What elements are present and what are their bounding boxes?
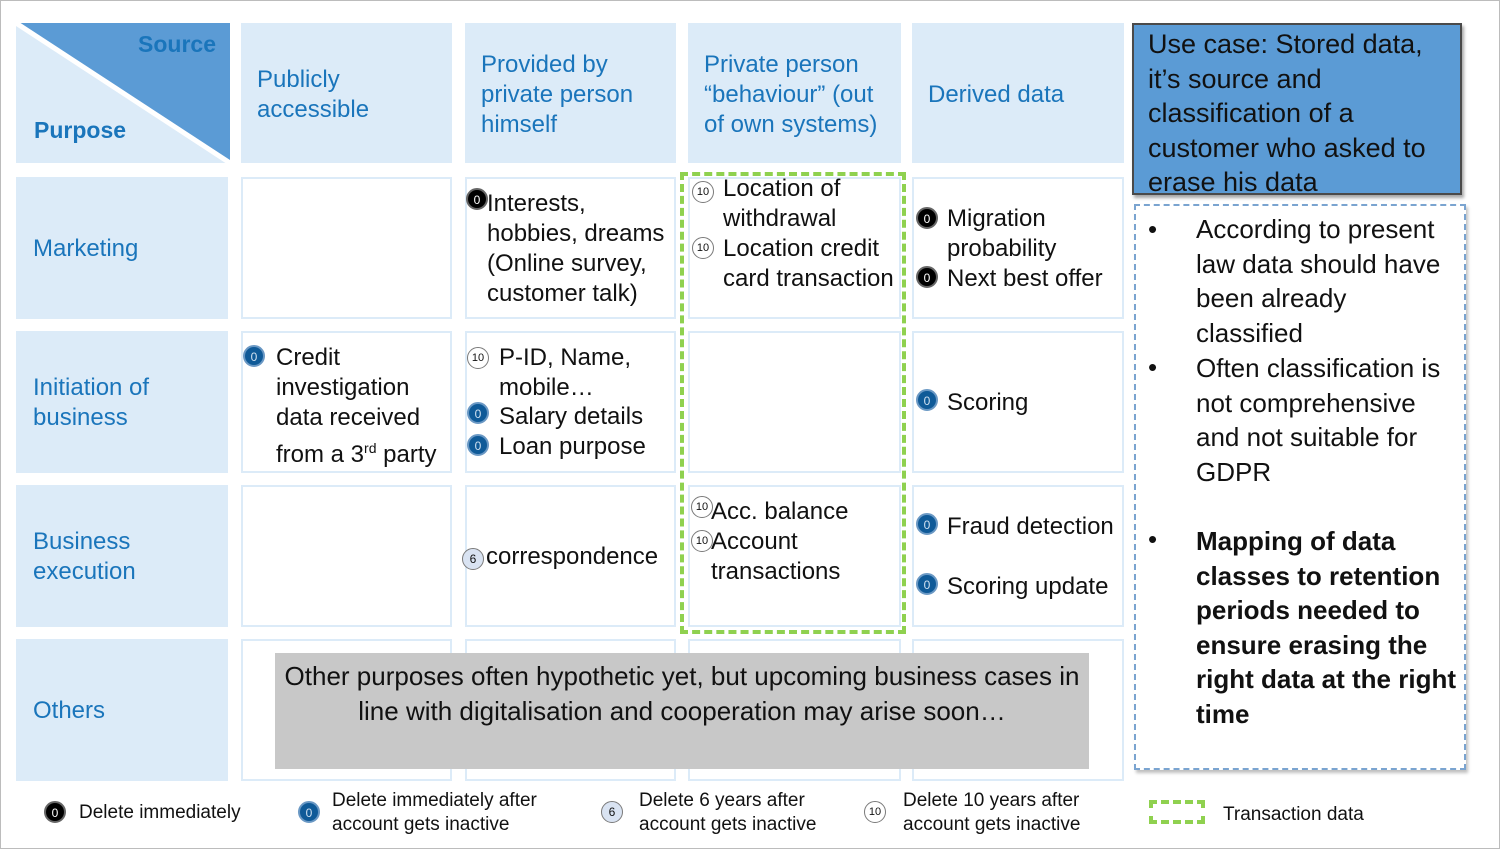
column-header-label: Derived data (928, 81, 1065, 108)
bullet-dot: • (1148, 524, 1158, 554)
execution-behaviour-item: Account transactions (711, 528, 841, 585)
row-label-text: Others (33, 697, 106, 724)
marketing-provided-text: Interests, hobbies, dreams (Online surve… (487, 190, 665, 307)
corner-diagonal-graphic (14, 20, 232, 166)
column-header-label: Publicly accessible (257, 66, 370, 123)
bullet-text: Often classification is not comprehensiv… (1196, 353, 1441, 487)
execution-derived-item: Fraud detection (947, 513, 1114, 540)
legend-delete-10-years-label: Delete 10 years after account gets inact… (903, 790, 1081, 835)
transaction-data-outline (680, 172, 906, 634)
others-note: Other purposes often hypothetic yet, but… (275, 653, 1089, 769)
bullet-text: According to present law data should hav… (1196, 214, 1441, 348)
bullet-dot: • (1148, 214, 1158, 244)
delete-6-years-badge: 6 (462, 548, 484, 570)
bullet-dot: • (1148, 352, 1158, 382)
cell-initiation-derived (912, 331, 1124, 473)
row-label-text: Initiation of business (33, 374, 150, 431)
cell-initiation-public (241, 331, 452, 473)
cell-marketing-public (241, 177, 452, 319)
marketing-derived-item: Next best offer (947, 265, 1103, 292)
delete-immediately-badge: 0 (916, 207, 938, 229)
delete-after-inactive-badge: 0 (916, 389, 938, 411)
column-header-public: Publicly accessible (241, 23, 452, 163)
delete-after-inactive-badge: 0 (243, 345, 265, 367)
marketing-behaviour-item: Location of withdrawal (723, 175, 841, 232)
legend-delete-after-inactive-icon: 0 (298, 801, 320, 823)
row-label-marketing: Marketing (16, 177, 228, 319)
execution-behaviour-item: Acc. balance (711, 498, 849, 525)
legend-delete-10-years-icon: 10 (864, 801, 886, 823)
delete-10-years-badge: 10 (691, 530, 713, 552)
cell-marketing-behaviour (688, 177, 901, 319)
delete-immediately-badge: 0 (466, 188, 488, 210)
column-header-behaviour: Private person “behaviour” (out of own s… (688, 23, 901, 163)
use-case-box: Use case: Stored data, it’s source and c… (1132, 23, 1462, 197)
delete-10-years-badge: 10 (467, 347, 489, 369)
delete-10-years-badge: 10 (691, 496, 713, 518)
cell-initiation-behaviour (688, 331, 901, 473)
marketing-behaviour-item: Location credit card transaction (723, 235, 894, 292)
legend-transaction-data-label: Transaction data (1223, 804, 1364, 825)
marketing-derived-item: Migration probability (947, 205, 1057, 262)
row-label-execution: Business execution (16, 485, 228, 627)
delete-10-years-badge: 10 (692, 237, 714, 259)
initiation-provided-item: Loan purpose (499, 433, 646, 460)
column-header-derived: Derived data (912, 23, 1124, 163)
cell-execution-behaviour (688, 485, 901, 627)
cell-initiation-provided (465, 331, 676, 473)
row-label-text: Marketing (33, 235, 139, 262)
initiation-derived-item: Scoring (947, 389, 1029, 416)
delete-after-inactive-badge: 0 (467, 434, 489, 456)
execution-derived-item: Scoring update (947, 573, 1109, 600)
legend-delete-6-years-icon: 6 (601, 801, 623, 823)
legend-delete-6-years-label: Delete 6 years after account gets inacti… (639, 790, 817, 835)
column-header-label: Private person “behaviour” (out of own s… (704, 51, 878, 138)
corner-purpose-label: Purpose (34, 117, 127, 143)
delete-after-inactive-badge: 0 (467, 402, 489, 424)
bullet-panel: • According to present law data should h… (1134, 204, 1466, 770)
execution-provided-text: correspondence (486, 543, 659, 570)
cell-marketing-derived (912, 177, 1124, 319)
row-label-others: Others (16, 639, 228, 781)
legend-delete-immediately-icon: 0 (44, 801, 66, 823)
legend-delete-immediately-label: Delete immediately (79, 802, 241, 823)
cell-execution-derived (912, 485, 1124, 627)
column-header-provided: Provided by private person himself (465, 23, 676, 163)
source-purpose-corner: Source Purpose (14, 20, 232, 166)
delete-10-years-badge: 10 (692, 181, 714, 203)
cell-marketing-provided (465, 177, 676, 319)
initiation-provided-item: Salary details (499, 403, 644, 430)
cell-execution-provided (465, 485, 676, 627)
corner-source-label: Source (138, 31, 216, 57)
cell-execution-public (241, 485, 452, 627)
initiation-provided-item: P-ID, Name, mobile… (499, 344, 632, 401)
initiation-public-text: Credit investigation data received from … (276, 344, 437, 468)
delete-after-inactive-badge: 0 (916, 573, 938, 595)
legend-transaction-data-icon (1149, 800, 1205, 824)
row-label-initiation: Initiation of business (16, 331, 228, 473)
row-label-text: Business execution (33, 528, 136, 585)
delete-immediately-badge: 0 (916, 266, 938, 288)
bullet-text-bold: Mapping of data classes to retention per… (1196, 526, 1456, 729)
legend-delete-after-inactive-label: Delete immediately after account gets in… (332, 790, 537, 835)
column-header-label: Provided by private person himself (481, 51, 634, 138)
delete-after-inactive-badge: 0 (916, 513, 938, 535)
